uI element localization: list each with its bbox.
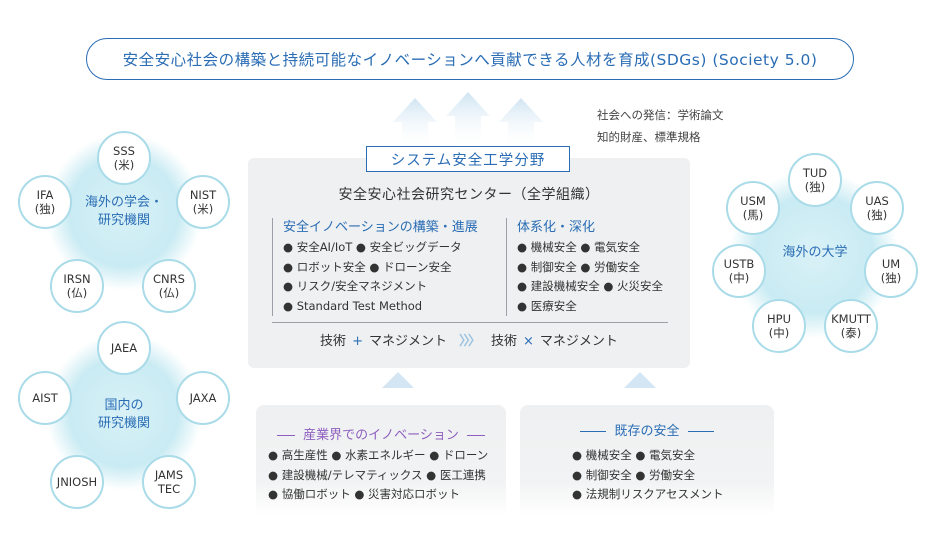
node-uas: UAS (独) (850, 181, 904, 235)
formula-tech: 技術 (491, 334, 518, 349)
systematization-item: ● 制御安全 ● 労働安全 (517, 259, 641, 274)
existing-title: 既存の安全 (614, 424, 680, 439)
existing-item: ● 機械安全 ● 電気安全 (572, 448, 696, 462)
industry-up-arrow (382, 372, 414, 388)
systematization-item: ● 建設機械安全 ● 火災安全 (517, 279, 664, 293)
domestic-halo (46, 334, 202, 490)
industry-item: ● 高生産性 ● 水素エネルギー ● ドローン (268, 448, 489, 462)
innovation-item: ● リスク/安全マネジメント (283, 279, 428, 293)
innovation-item: ● Standard Test Method (283, 298, 423, 313)
innovation-column: 安全イノベーションの構築・進展 ● 安全AI/IoT ● 安全ビッグデータ ● … (272, 218, 478, 316)
node-kmutt: KMUTT (泰) (824, 299, 878, 353)
node-hpu: HPU (中) (752, 299, 806, 353)
overseas-societies-halo (46, 134, 202, 290)
existing-up-arrow (624, 372, 656, 388)
research-center-panel (248, 158, 690, 368)
divider (272, 322, 668, 323)
center-title: 安全安心社会研究センター（全学組織） (338, 187, 600, 203)
tech-mgmt-formula: 技術+マネジメント〉〉〉技術×マネジメント (248, 330, 690, 349)
node-irsn: IRSN (仏) (50, 259, 104, 313)
industry-item: ● 建設機械/テレマティックス ● 医工連携 (268, 467, 486, 482)
innovation-item: ● 安全AI/IoT ● 安全ビッグデータ (283, 240, 462, 254)
innovation-heading: 安全イノベーションの構築・進展 (283, 220, 478, 235)
society-output-line2: 知的財産、標準規格 (597, 130, 701, 144)
overseas-univ-label: 海外の大学 (782, 245, 848, 260)
formula-tech: 技術 (320, 334, 347, 349)
node-um: UM (独) (864, 244, 918, 298)
industry-list: ● 高生産性 ● 水素エネルギー ● ドローン ● 建設機械/テレマティックス … (268, 446, 488, 505)
innovation-item: ● ロボット安全 ● ドローン安全 (283, 259, 452, 274)
industry-item: ● 協働ロボット ● 災害対応ロボット (268, 487, 461, 501)
systematization-heading: 体系化・深化 (517, 220, 596, 235)
node-sss: SSS (米) (97, 131, 151, 185)
existing-title-row: 既存の安全 (520, 420, 774, 439)
systematization-column: 体系化・深化 ● 機械安全 ● 電気安全 ● 制御安全 ● 労働安全 ● 建設機… (506, 218, 663, 316)
node-jniosh: JNIOSH (50, 455, 104, 509)
existing-panel (520, 405, 774, 515)
node-tud: TUD (独) (788, 153, 842, 207)
systematization-item: ● 機械安全 ● 電気安全 (517, 240, 641, 254)
node-usm: USM (馬) (726, 181, 780, 235)
node-aist: AIST (18, 371, 72, 425)
industry-title: 産業界でのイノベーション (303, 428, 459, 443)
node-nist: NIST (米) (176, 175, 230, 229)
goal-banner: 安全安心社会の構築と持続可能なイノベーションへ貢献できる人材を育成(SDGs) … (86, 38, 854, 80)
times-sign: × (523, 334, 534, 349)
node-jaea: JAEA (97, 321, 151, 375)
industry-panel (256, 405, 506, 515)
existing-item: ● 制御安全 ● 労働安全 (572, 467, 696, 482)
society-output-line1: 社会への発信：学術論文 (597, 108, 724, 122)
node-jamstec: JAMS TEC (142, 455, 196, 509)
industry-title-row: 産業界でのイノベーション (256, 424, 506, 443)
field-label: システム安全工学分野 (366, 146, 570, 172)
formula-mgmt: マネジメント (368, 334, 447, 349)
domestic-label: 国内の 研究機関 (97, 398, 150, 431)
upward-arrows (393, 92, 543, 150)
node-ifa: IFA (独) (18, 175, 72, 229)
chevrons-icon: 〉〉〉 (458, 334, 481, 349)
existing-item: ● 法規制リスクアセスメント (572, 487, 724, 501)
formula-mgmt: マネジメント (539, 334, 618, 349)
plus-sign: + (352, 334, 363, 349)
existing-list: ● 機械安全 ● 電気安全 ● 制御安全 ● 労働安全 ● 法規制リスクアセスメ… (572, 446, 723, 505)
node-cnrs: CNRS (仏) (142, 259, 196, 313)
systematization-item: ● 医療安全 (517, 298, 577, 313)
society-output: 社会への発信：学術論文 知的財産、標準規格 (597, 104, 724, 148)
overseas-societies-label: 海外の学会・ 研究機関 (84, 195, 163, 228)
node-jaxa: JAXA (176, 371, 230, 425)
node-ustb: USTB (中) (712, 244, 766, 298)
